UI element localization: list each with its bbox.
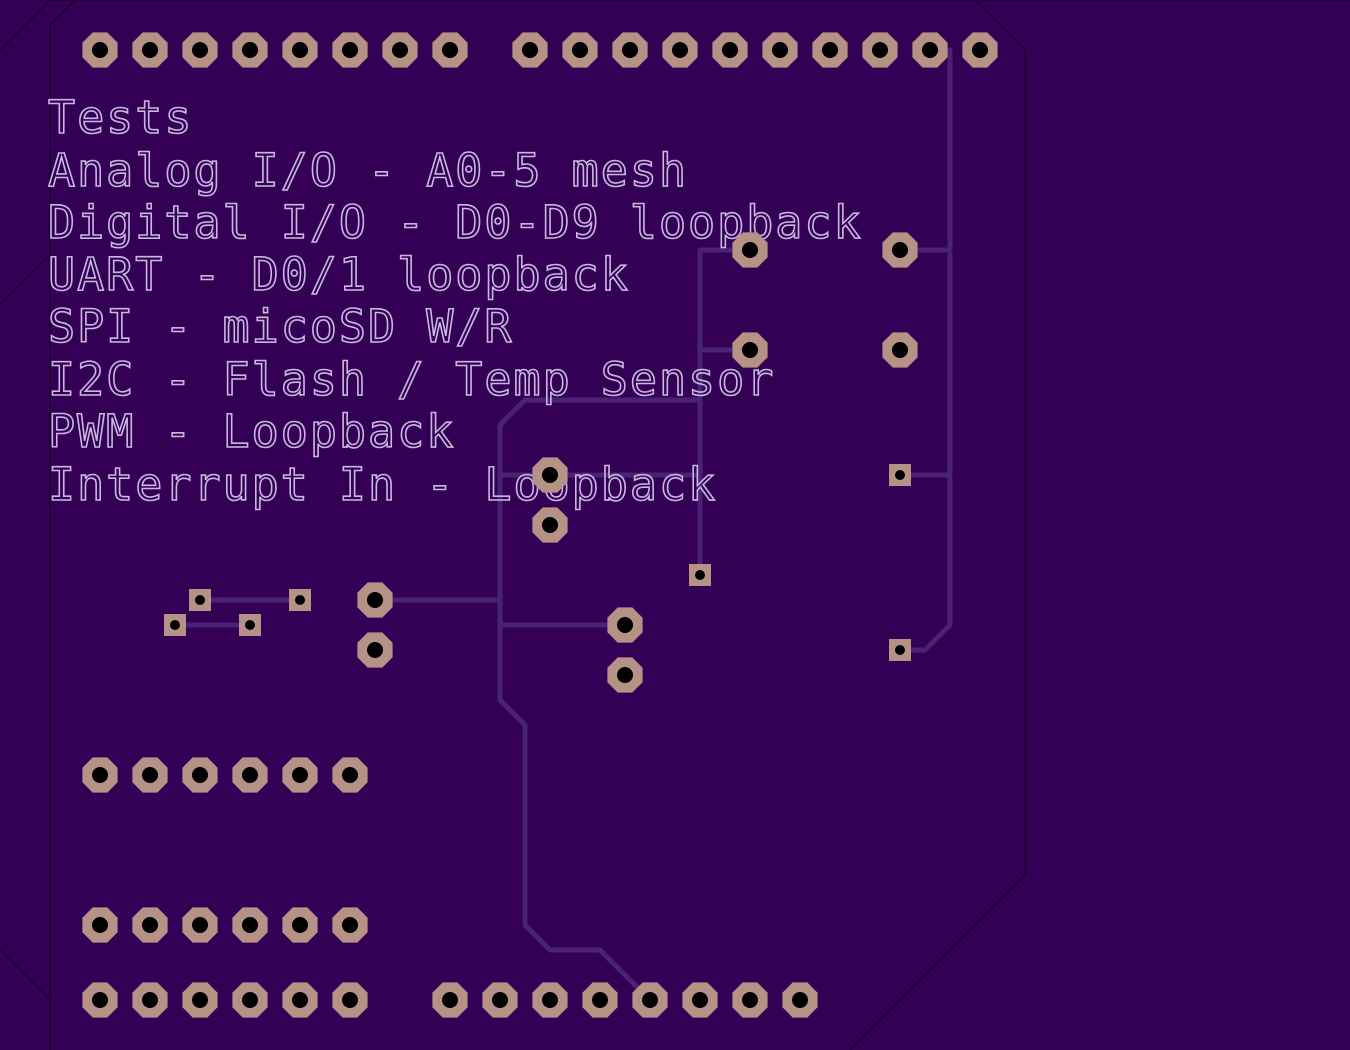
header-pin-top-right	[612, 32, 648, 68]
component-pad	[532, 507, 568, 543]
header-pin-bottom-left	[82, 982, 118, 1018]
copper-traces	[172, 47, 953, 1003]
silkscreen-line: Analog I/O - A0-5 mesh	[48, 144, 688, 197]
square-via-pad	[189, 589, 211, 611]
header-pin-bottom-right	[482, 982, 518, 1018]
header-pin-bottom-left	[232, 982, 268, 1018]
square-via-pad	[239, 614, 261, 636]
header-pin-bottom-left	[182, 982, 218, 1018]
header-pin-mid-left	[282, 757, 318, 793]
component-pad	[882, 332, 918, 368]
header-pin-mid-left-2	[332, 907, 368, 943]
header-pin-bottom-right	[782, 982, 818, 1018]
header-pin-top-left	[432, 32, 468, 68]
header-pin-top-right	[762, 32, 798, 68]
component-pad	[357, 582, 393, 618]
component-pad	[607, 657, 643, 693]
trace-right-vertical	[897, 47, 953, 653]
header-pin-top-left	[82, 32, 118, 68]
component-pad	[357, 632, 393, 668]
header-pin-top-left	[132, 32, 168, 68]
header-pin-top-right	[662, 32, 698, 68]
header-pin-mid-left-2	[82, 907, 118, 943]
silkscreen-line: UART - D0/1 loopback	[48, 248, 630, 301]
header-pin-top-left	[182, 32, 218, 68]
header-pin-mid-left-2	[232, 907, 268, 943]
header-pin-top-right	[962, 32, 998, 68]
component-pad	[607, 607, 643, 643]
header-pin-bottom-right	[632, 982, 668, 1018]
header-pin-bottom-left	[282, 982, 318, 1018]
silkscreen-line: PWM - Loopback	[48, 405, 455, 458]
header-pin-top-right	[562, 32, 598, 68]
header-pin-top-right	[512, 32, 548, 68]
header-pin-bottom-left	[332, 982, 368, 1018]
header-pin-top-left	[332, 32, 368, 68]
header-pin-top-right	[712, 32, 748, 68]
header-pin-mid-left	[232, 757, 268, 793]
header-pin-bottom-right	[432, 982, 468, 1018]
header-pin-top-left	[382, 32, 418, 68]
header-pin-top-right	[912, 32, 948, 68]
square-via-pad	[289, 589, 311, 611]
silkscreen-title: Tests	[48, 91, 193, 144]
component-pad	[882, 232, 918, 268]
header-pin-mid-left	[182, 757, 218, 793]
header-pin-top-left	[282, 32, 318, 68]
header-pin-top-left	[232, 32, 268, 68]
header-pin-mid-left	[132, 757, 168, 793]
component-pad	[732, 332, 768, 368]
trace-loop	[497, 397, 703, 1003]
square-via-pad	[689, 564, 711, 586]
trace-mid-vertical	[697, 247, 753, 578]
header-pin-bottom-left	[132, 982, 168, 1018]
component-pad	[532, 457, 568, 493]
header-pin-bottom-right	[582, 982, 618, 1018]
square-via-pad	[889, 639, 911, 661]
header-pin-bottom-right	[682, 982, 718, 1018]
silkscreen-line: SPI - micoSD W/R	[48, 300, 513, 353]
silkscreen-line: Digital I/O - D0-D9 loopback	[48, 196, 863, 249]
header-pin-mid-left	[332, 757, 368, 793]
header-pin-bottom-right	[532, 982, 568, 1018]
silkscreen-text: Tests Analog I/O - A0-5 mesh Digital I/O…	[47, 90, 863, 512]
header-pin-mid-left-2	[132, 907, 168, 943]
header-pin-mid-left-2	[282, 907, 318, 943]
component-pad	[732, 232, 768, 268]
square-via-pad	[164, 614, 186, 636]
pads-layer	[82, 32, 998, 1018]
header-pin-mid-left	[82, 757, 118, 793]
header-pin-top-right	[862, 32, 898, 68]
silkscreen-line: I2C - Flash / Temp Sensor	[48, 353, 775, 406]
header-pin-top-right	[812, 32, 848, 68]
header-pin-bottom-right	[732, 982, 768, 1018]
header-pin-mid-left-2	[182, 907, 218, 943]
square-via-pad	[889, 464, 911, 486]
silkscreen-line: Interrupt In - Loopback	[48, 458, 717, 511]
